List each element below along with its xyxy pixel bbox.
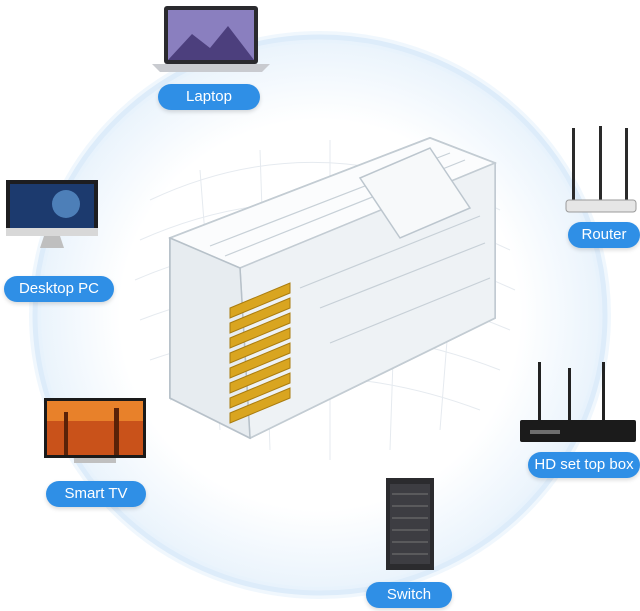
desktop-pc-icon	[6, 180, 98, 248]
switch-label: Switch	[366, 582, 452, 608]
router-label: Router	[568, 222, 640, 248]
smart-tv-label: Smart TV	[46, 481, 146, 507]
rj45-connector-icon	[168, 136, 498, 440]
laptop-icon	[152, 6, 270, 72]
desktop-pc-label: Desktop PC	[4, 276, 114, 302]
set-top-box-label: HD set top box	[528, 452, 640, 478]
network-switch-icon	[386, 478, 434, 570]
laptop-label: Laptop	[158, 84, 260, 110]
smart-tv-icon	[44, 398, 146, 463]
set-top-box-icon	[520, 362, 636, 442]
router-icon	[565, 126, 637, 213]
